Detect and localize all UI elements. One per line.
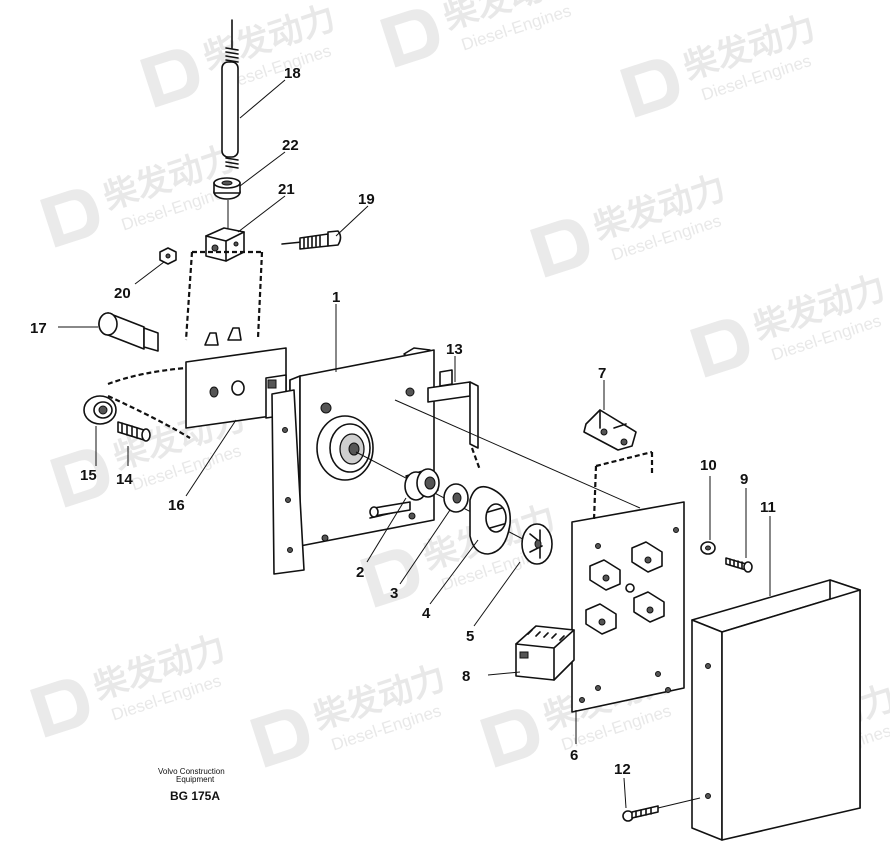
watermark-logo: 柴发动力 Diesel-Engines [140,0,340,108]
part-5-rotor-disc [521,523,553,565]
part-3-washer [443,483,469,513]
callout-18: 18 [284,65,301,82]
callout-10: 10 [700,457,717,474]
part-4-cam [469,485,511,555]
callout-19: 19 [358,191,375,208]
callout-9: 9 [740,471,748,488]
callout-15: 15 [80,467,97,484]
part-21-bracket-block [205,227,245,262]
callout-4: 4 [422,605,431,622]
callout-3: 3 [390,585,398,602]
part-6-circuit-board [571,501,685,713]
dashed-link-7-6 [592,450,654,521]
dashed-chain-15-16 [107,366,191,439]
part-7-microswitch [583,409,637,451]
part-2-bushing [404,468,440,501]
callout-17: 17 [30,320,47,337]
part-18-spring-rod [221,19,239,169]
watermark-logo: 柴发动力 Diesel-Engines [380,0,580,68]
callout-14: 14 [116,471,133,488]
callout-20: 20 [114,285,131,302]
callout-7: 7 [598,365,606,382]
callout-1: 1 [332,289,340,306]
part-10-washer [700,541,716,555]
callout-2: 2 [356,564,364,581]
callout-16: 16 [168,497,185,514]
part-12-screw [622,797,701,822]
watermark-logo: 柴发动力 Diesel-Engines [30,628,230,738]
part-1-main-housing [271,347,435,575]
callout-11: 11 [760,499,776,516]
callout-22: 22 [282,137,299,154]
callout-6: 6 [570,747,578,764]
callout-12: 12 [614,761,631,778]
watermark-logo: 柴发动力 Diesel-Engines [530,168,730,278]
part-17-large-bolt [98,312,159,352]
dashed-link-21-16 [184,250,264,341]
part-22-nut [213,177,241,200]
part-13-bracket [427,369,482,471]
part-8-connector [515,625,575,681]
part-19-bolt [281,230,342,250]
watermark-logo: 柴发动力 Diesel-Engines [250,658,450,768]
part-16-mounting-plate [185,327,287,429]
watermark-logo: 柴发动力 Diesel-Engines [620,8,820,118]
leader-lines [58,79,771,809]
callout-8: 8 [462,668,470,685]
callout-labels: 18 22 21 19 20 17 1 13 7 15 14 16 2 3 4 … [30,65,776,778]
part-20-small-nut [159,247,177,265]
axis-line [394,399,641,509]
part-14-set-screw [117,421,151,442]
part-11-cover [691,579,861,841]
caption-figure-code: BG 175A [170,789,220,803]
figure-caption: Volvo Construction Equipment BG 175A [158,767,225,803]
caption-manufacturer-line2: Equipment [176,775,215,784]
callout-21: 21 [278,181,295,198]
watermark-logo: 柴发动力 Diesel-Engines [690,268,890,378]
callout-13: 13 [446,341,463,358]
callout-5: 5 [466,628,474,645]
caption-manufacturer-line1: Volvo Construction [158,767,225,776]
part-9-screw [725,557,753,573]
part-15-ring-nut [83,395,117,425]
